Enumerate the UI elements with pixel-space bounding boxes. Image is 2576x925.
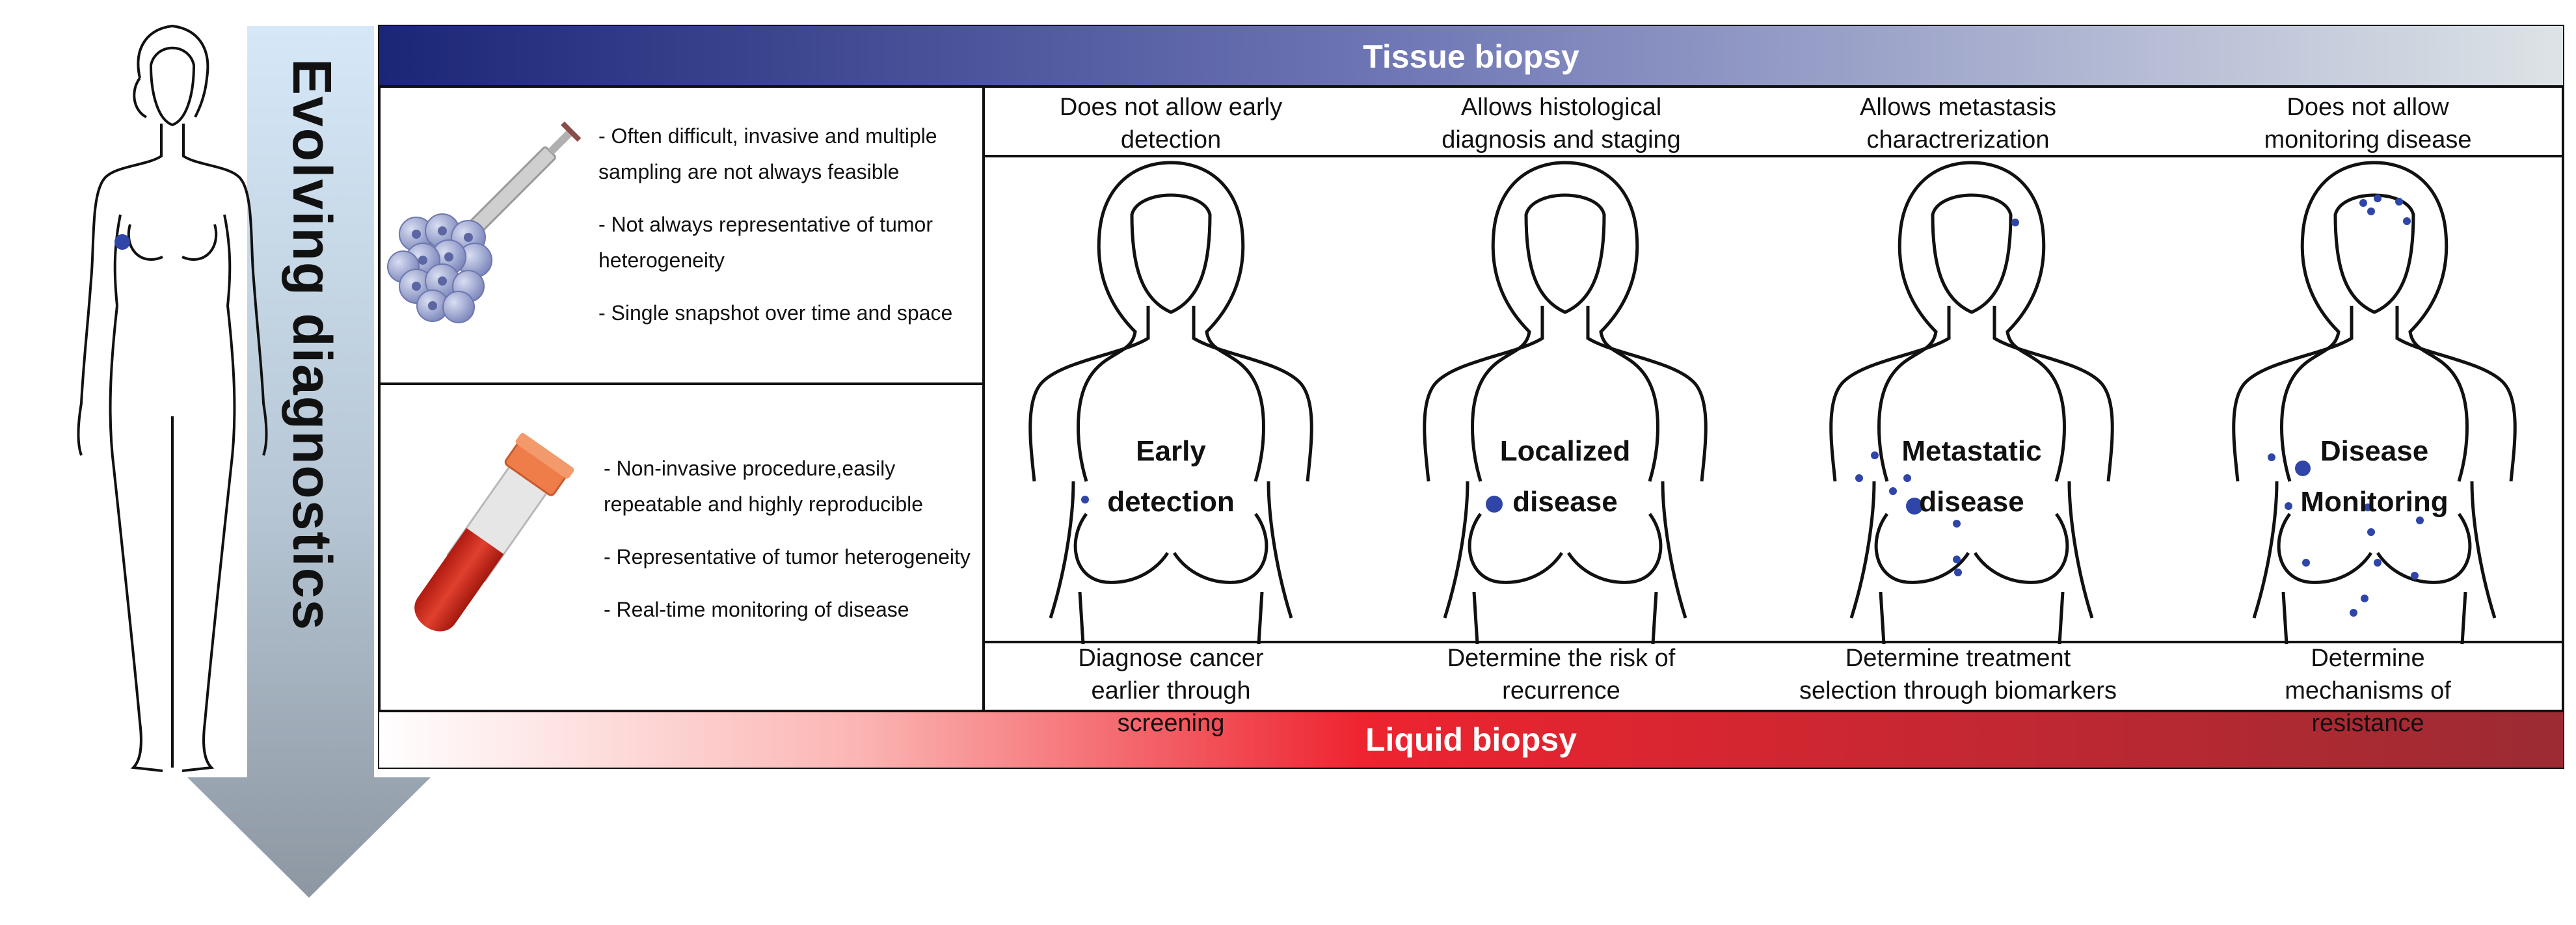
stage-metastatic-liquid-note: Determine treatment selection through bi… [1799,645,2117,704]
evolving-arrow [187,26,431,898]
stage-early-liquid-note: Diagnose cancer earlier through screenin… [1078,645,1264,737]
tissue-biopsy-title: Tissue biopsy [1363,38,1579,75]
stage-monitoring-liquid-note: Determine mechanisms of resistance [2285,645,2451,737]
stage-early-tissue-note: Does not allow early detection [1059,94,1283,154]
syringe-cell-icon [387,121,582,323]
liquid-bullet: - Representative of tumor heterogeneity [604,545,971,569]
tumor-dots [1081,194,2424,617]
evolving-diagnostics-label: Evolving diagnostics [282,59,343,632]
liquid-biopsy-title: Liquid biopsy [1365,721,1577,758]
stage-localized-liquid-note: Determine the risk of recurrence [1447,645,1676,704]
stage-localized-tissue-note: Allows histological diagnosis and stagin… [1442,94,1681,154]
tissue-bullet: - Not always representative of tumor het… [598,213,933,272]
body-tumor-dot [114,234,130,250]
tissue-bullet-list: - Often difficult, invasive and multiple… [598,118,969,348]
body-silhouette [77,24,268,772]
stage-metastatic-tissue-note: Allows metastasis charactrerization [1860,94,2056,154]
liquid-bullet: - Non-invasive procedure,easily repeatab… [604,457,924,516]
liquid-bar [379,711,2563,768]
stage-monitoring-tissue-note: Does not allow monitoring disease [2264,94,2472,154]
blood-tube-icon [414,433,574,632]
liquid-bullet-list: - Non-invasive procedure,easily repeatab… [604,451,974,645]
panel-frame [378,25,2564,769]
liquid-bullet: - Real-time monitoring of disease [604,598,909,621]
tissue-bullet: - Single snapshot over time and space [598,301,953,325]
tissue-bar [379,26,2563,87]
tissue-bullet: - Often difficult, invasive and multiple… [598,124,937,183]
